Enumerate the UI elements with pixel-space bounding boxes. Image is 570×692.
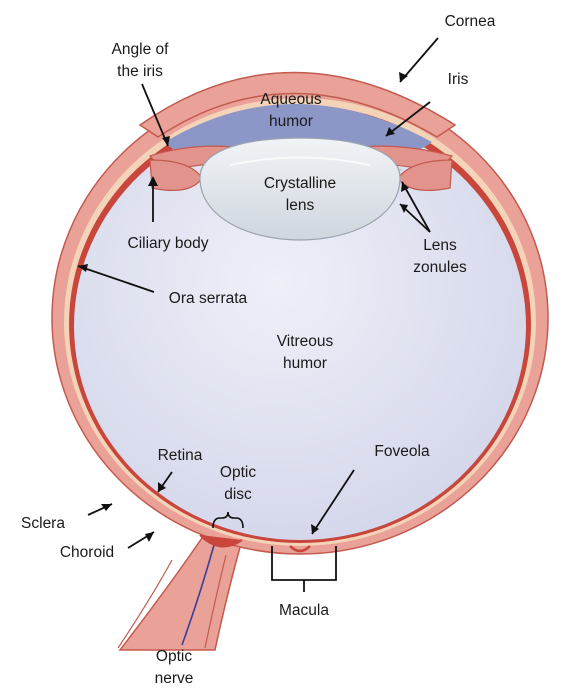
- optic-nerve: [117, 534, 243, 651]
- label-iris: Iris: [448, 71, 469, 88]
- label-optic-nerve-line2: nerve: [155, 670, 194, 687]
- cornea: [138, 71, 457, 138]
- label-zonules-line2: zonules: [413, 259, 467, 276]
- crystalline-lens: [199, 137, 401, 241]
- label-foveola: Foveola: [374, 443, 430, 460]
- label-optic-disc-line2: disc: [224, 486, 252, 503]
- foveola-pit: [289, 545, 311, 553]
- label-ciliary-body: Ciliary body: [128, 235, 209, 252]
- label-zonules-line1: Lens: [423, 237, 457, 254]
- label-vitreous-line2: humor: [283, 355, 327, 372]
- label-aqueous-line2: humor: [269, 113, 313, 130]
- label-sclera: Sclera: [21, 515, 65, 532]
- label-choroid: Choroid: [60, 544, 114, 561]
- label-optic-nerve-line1: Optic: [156, 648, 192, 665]
- optic-disc-brace: [212, 511, 244, 529]
- vitreous-humor: [74, 112, 526, 540]
- label-ora-serrata: Ora serrata: [169, 290, 248, 307]
- pointer-lines: [77, 37, 439, 549]
- label-macula: Macula: [279, 602, 329, 619]
- label-aqueous-line1: Aqueous: [260, 91, 321, 108]
- label-lens-line1: Crystalline: [264, 175, 336, 192]
- label-vitreous-line1: Vitreous: [277, 333, 334, 350]
- label-angle-iris-line1: Angle of: [112, 41, 170, 58]
- label-lens-line2: lens: [286, 197, 315, 214]
- label-cornea: Cornea: [445, 13, 496, 30]
- optic-disc: [199, 534, 243, 548]
- label-retina: Retina: [158, 447, 203, 464]
- label-optic-disc-line1: Optic: [220, 464, 256, 481]
- label-angle-iris-line2: the iris: [117, 63, 163, 80]
- arrowheads: [78, 72, 409, 542]
- aqueous-humor: [165, 104, 432, 154]
